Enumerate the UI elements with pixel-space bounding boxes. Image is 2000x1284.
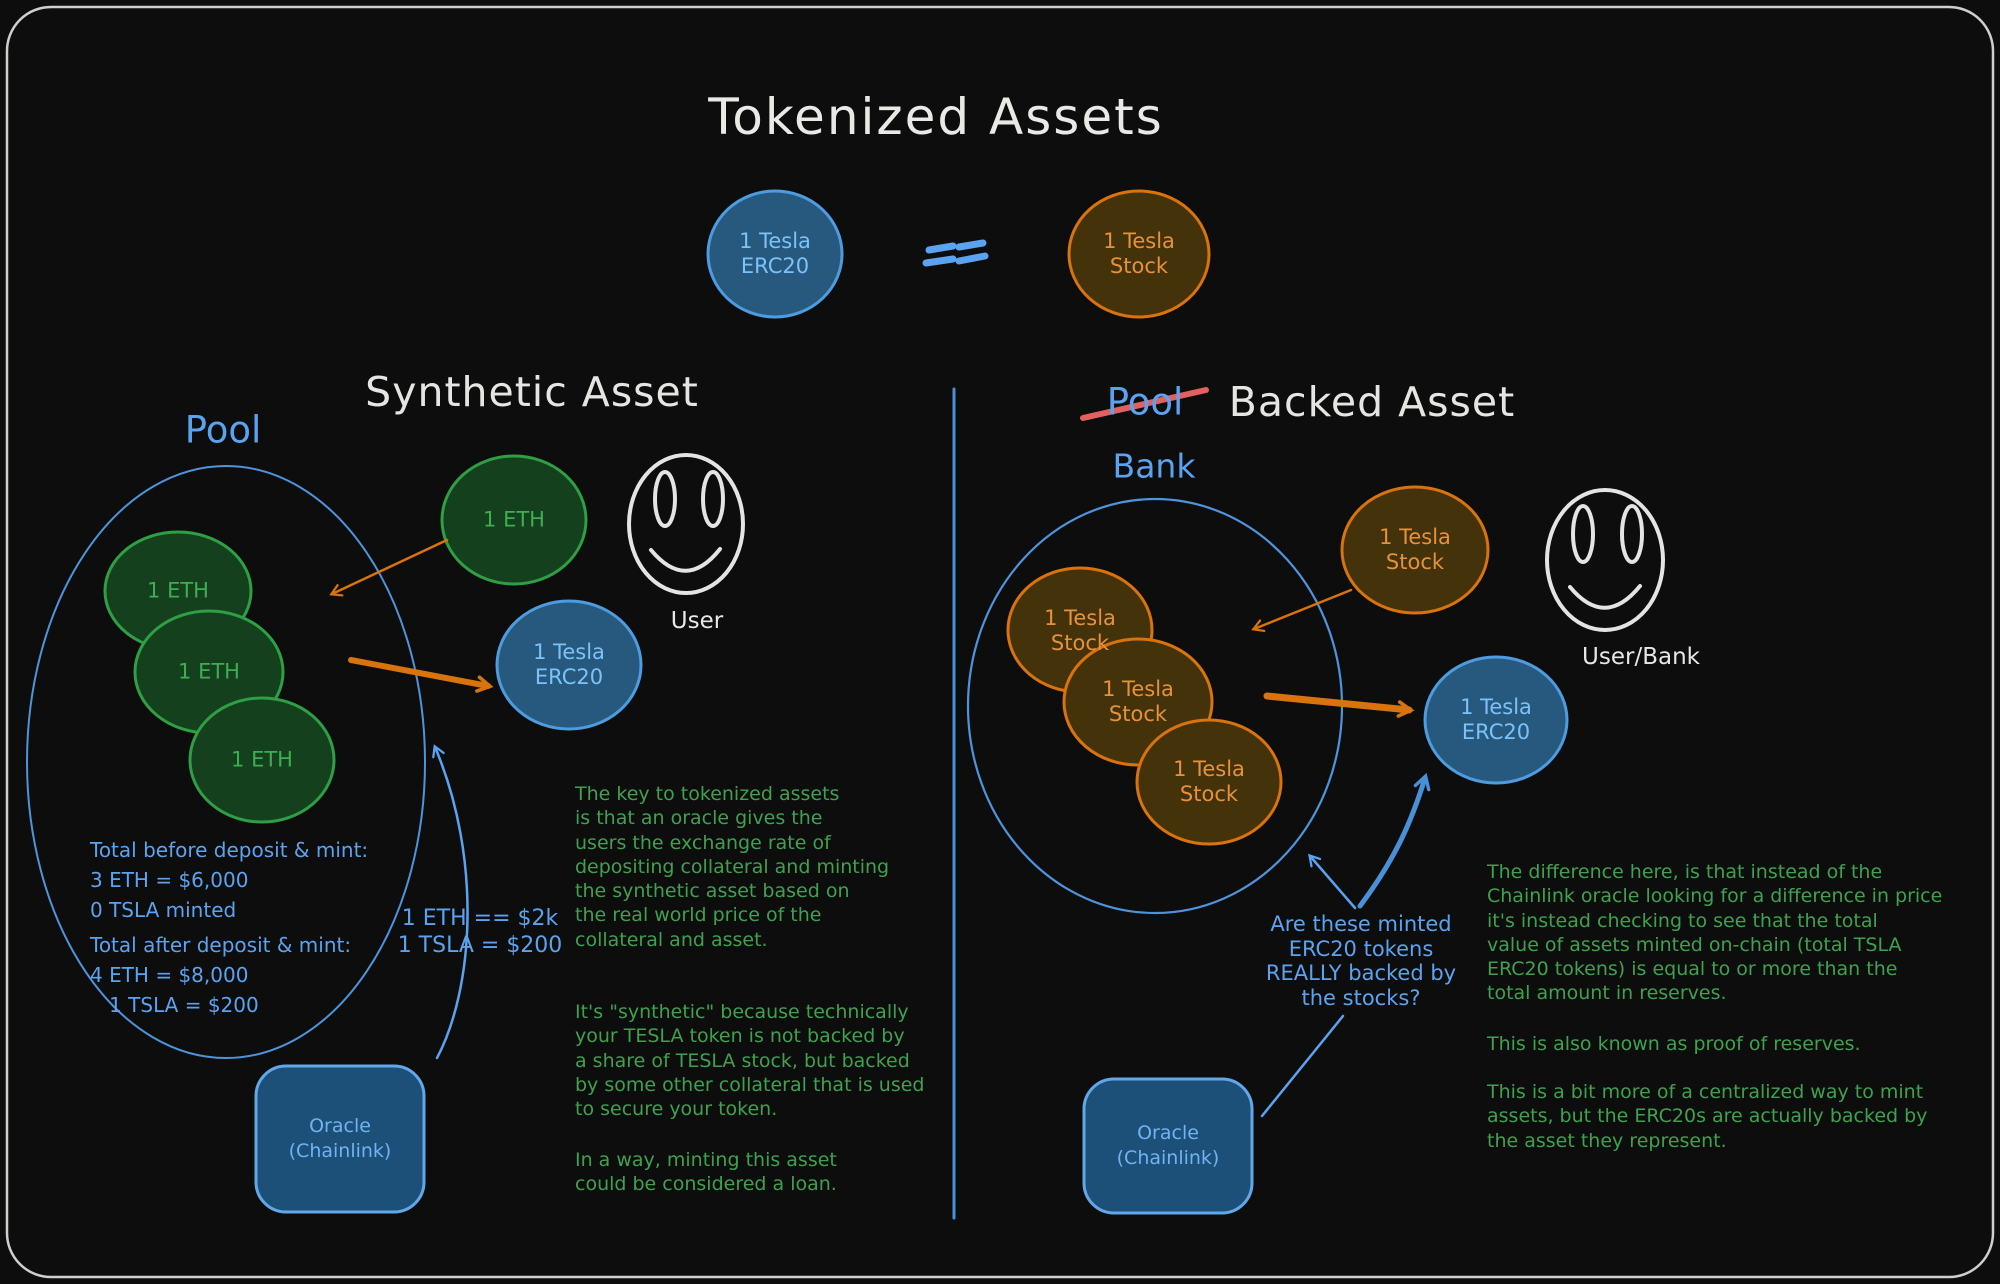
frame-border: [5, 5, 1995, 1279]
backed-question-text: Are these minted ERC20 tokens REALLY bac…: [1265, 912, 1457, 1010]
smiley-eye: [701, 470, 725, 528]
equivalence-erc20-circle: [706, 189, 844, 319]
backed-heading: Backed Asset: [1228, 378, 1516, 426]
synthetic-erc20-circle: [495, 599, 643, 731]
incoming-stock-circle: [1340, 485, 1490, 615]
synthetic-heading: Synthetic Asset: [365, 368, 699, 416]
pool-ellipse: [26, 465, 426, 1059]
synthetic-paragraph-oracle: The key to tokenized assets is that an o…: [575, 783, 890, 951]
equals-stroke: [925, 242, 957, 254]
pool-label: Pool: [184, 408, 262, 452]
mint-erc20-arrow: [348, 657, 494, 693]
pool-eth-circle-3: [188, 696, 336, 824]
totals-after-text: Total after deposit & mint: 4 ETH = $8,0…: [90, 933, 352, 1017]
mint-backed-erc20-arrow: [1263, 692, 1415, 718]
bank-stock-label-2: 1 Tesla Stock: [1102, 677, 1174, 726]
oracle-question-line: [1260, 1014, 1345, 1118]
equivalence-stock-label: 1 Tesla Stock: [1103, 229, 1175, 278]
deposit-eth-arrow: [329, 538, 449, 597]
user-eth-circle: [440, 454, 588, 586]
smiley-face: [1545, 488, 1665, 632]
smiley-smile: [649, 547, 722, 573]
equivalence-stock-circle: [1067, 189, 1211, 319]
pool-eth-label-3: 1 ETH: [231, 747, 293, 772]
synthetic-paragraph-loan: In a way, minting this asset could be co…: [575, 1149, 837, 1196]
user-bank-smiley-icon: [1545, 488, 1665, 632]
bank-stock-circle-3: [1135, 718, 1283, 846]
equals-icon: [922, 239, 989, 267]
backed-erc20-circle: [1423, 655, 1569, 785]
backed-oracle-box: [1082, 1077, 1254, 1215]
question-arrow-to-bank: [1308, 853, 1357, 910]
synthetic-erc20-label: 1 Tesla ERC20: [533, 640, 605, 689]
backed-paragraph-proof: This is also known as proof of reserves.: [1487, 1033, 1861, 1055]
smiley-smile: [1568, 584, 1642, 610]
bank-stock-label-1: 1 Tesla Stock: [1044, 606, 1116, 655]
smiley-eye: [1571, 504, 1595, 564]
page-title: Tokenized Assets: [708, 88, 1164, 146]
synthetic-paragraph-synthetic: It's "synthetic" because technically you…: [575, 1001, 925, 1121]
backed-paragraph-difference: The difference here, is that instead of …: [1487, 861, 1943, 1005]
user-bank-label: User/Bank: [1582, 644, 1700, 670]
equals-stroke: [955, 252, 989, 265]
smiley-eye: [1620, 504, 1644, 564]
bank-label: Bank: [1112, 446, 1196, 486]
synthetic-oracle-label: Oracle (Chainlink): [288, 1115, 392, 1162]
pool-eth-label-2: 1 ETH: [178, 659, 240, 684]
equals-stroke: [955, 239, 987, 251]
synthetic-oracle-box: [254, 1064, 426, 1214]
price-note-text: 1 ETH == $2k 1 TSLA = $200: [397, 906, 563, 958]
equals-stroke: [922, 255, 957, 267]
backed-oracle-label: Oracle (Chainlink): [1116, 1122, 1220, 1169]
totals-before-text: Total before deposit & mint: 3 ETH = $6,…: [90, 838, 369, 922]
question-arrow-to-erc20: [1357, 772, 1431, 909]
backed-erc20-label: 1 Tesla ERC20: [1460, 695, 1532, 744]
smiley-eye: [653, 470, 677, 528]
equivalence-erc20-label: 1 Tesla ERC20: [739, 229, 811, 278]
user-label: User: [670, 608, 724, 634]
user-smiley-icon: [627, 453, 745, 595]
backed-paragraph-centralized: This is a bit more of a centralized way …: [1487, 1081, 1928, 1152]
oracle-price-arrow: [432, 744, 469, 1060]
struck-pool-label: Pool: [1106, 380, 1184, 424]
user-eth-label: 1 ETH: [483, 507, 545, 532]
deposit-stock-arrow: [1251, 588, 1353, 633]
bank-stock-label-3: 1 Tesla Stock: [1173, 757, 1245, 806]
incoming-stock-label: 1 Tesla Stock: [1379, 525, 1451, 574]
pool-eth-label-1: 1 ETH: [147, 578, 209, 603]
smiley-face: [627, 453, 745, 595]
pool-strikethrough-line: [1080, 387, 1209, 421]
